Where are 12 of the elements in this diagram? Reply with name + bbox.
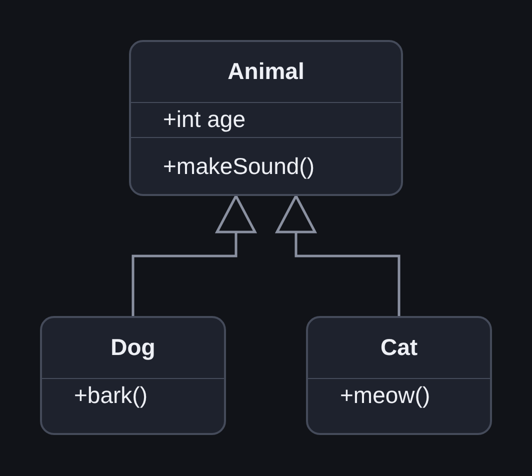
- inheritance-arrow: [276, 194, 400, 316]
- method-text: +meow(): [340, 383, 430, 409]
- class-box: [306, 316, 492, 435]
- inheritance-arrow: [132, 194, 256, 316]
- class-name: Dog: [110, 335, 156, 361]
- method-text: +bark(): [74, 383, 148, 409]
- attribute-text: +int age: [163, 107, 246, 133]
- method-text: +makeSound(): [163, 154, 314, 180]
- class-name: Cat: [380, 335, 418, 361]
- class-box: [40, 316, 226, 435]
- class-name: Animal: [228, 59, 304, 85]
- class-box: [129, 40, 403, 196]
